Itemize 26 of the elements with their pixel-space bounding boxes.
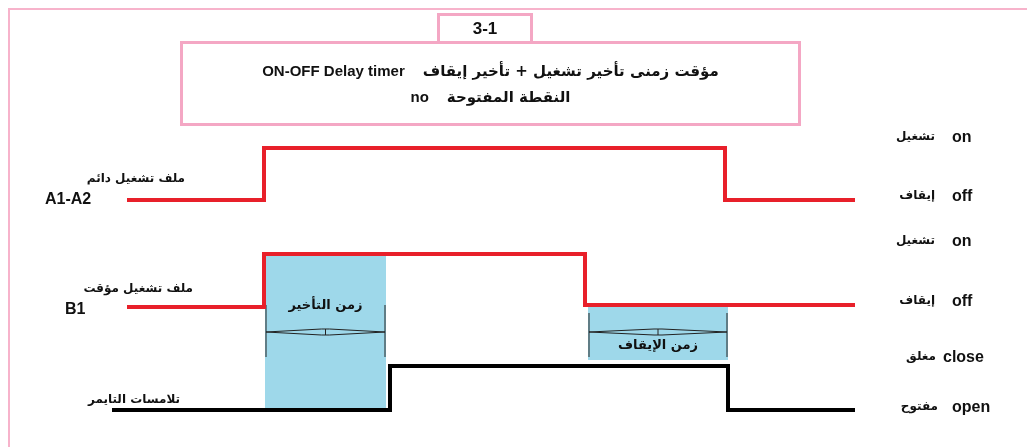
- arabic-label: تشغيل: [895, 129, 935, 143]
- signal-label: close: [943, 348, 984, 366]
- signal-label: on: [952, 232, 972, 250]
- time-band: [265, 253, 386, 410]
- figure-number: 3-1: [472, 18, 498, 39]
- signal-label: A1-A2: [45, 190, 92, 208]
- title-text: no: [410, 88, 429, 105]
- signal-label: off: [952, 292, 973, 310]
- time-label: زمن التأخير: [287, 297, 364, 312]
- arabic-label: ملف تشغيل مؤقت: [83, 281, 193, 295]
- title-text: ON-OFF Delay timer: [262, 62, 405, 79]
- title-box: [180, 41, 801, 126]
- arabic-label: تلامسات التايمر: [87, 392, 180, 406]
- arabic-label: مغلق: [906, 349, 936, 363]
- title-text: مؤقت زمنى تأخير تشغيل + تأخير إيقاف: [422, 61, 719, 80]
- arabic-label: مفتوح: [900, 399, 938, 413]
- signal-label: on: [952, 128, 972, 146]
- signal-label: open: [952, 398, 991, 416]
- time-label: زمن الإيقاف: [616, 337, 700, 352]
- signal-label: B1: [65, 300, 86, 318]
- arabic-label: إيقاف: [899, 188, 935, 202]
- arabic-label: إيقاف: [899, 293, 935, 307]
- signal-label: off: [952, 187, 973, 205]
- arabic-label: تشغيل: [895, 233, 935, 247]
- arabic-label: ملف تشغيل دائم: [86, 171, 185, 185]
- title-text: النقطة المفتوحة: [446, 87, 571, 106]
